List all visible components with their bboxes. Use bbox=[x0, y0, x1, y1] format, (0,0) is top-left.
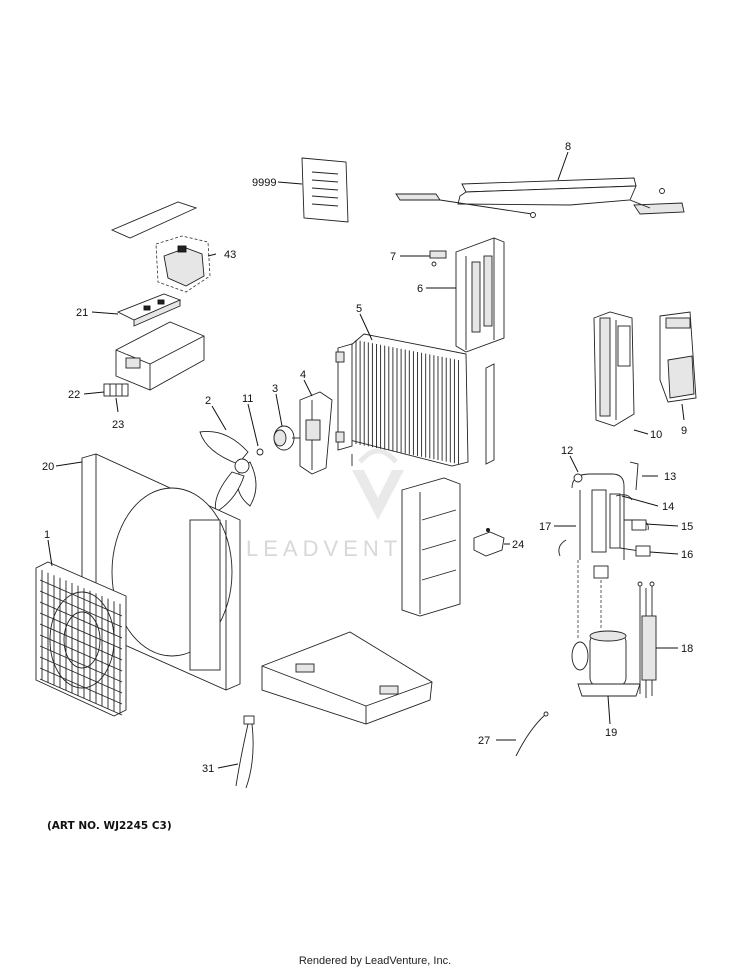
label-14: 14 bbox=[662, 501, 674, 513]
label-31: 31 bbox=[202, 763, 214, 775]
part-partition-frame[interactable] bbox=[401, 477, 461, 617]
label-16: 16 bbox=[681, 549, 693, 561]
label-12: 12 bbox=[561, 445, 573, 457]
part-24-reactor[interactable] bbox=[473, 528, 505, 557]
grille-bar bbox=[39, 678, 123, 716]
part-9-service-cover[interactable] bbox=[659, 311, 697, 403]
label-22: 22 bbox=[68, 389, 80, 401]
rendered-by-footer: Rendered by LeadVenture, Inc. bbox=[298, 955, 452, 967]
part-4-motor-bracket[interactable] bbox=[299, 391, 333, 475]
part-2-fan-blade[interactable] bbox=[199, 430, 257, 513]
part-16-service-valve[interactable] bbox=[635, 545, 651, 557]
part-31-connecting-cable[interactable] bbox=[235, 715, 255, 789]
label-43: 43 bbox=[224, 249, 236, 261]
label-21: 21 bbox=[76, 307, 88, 319]
part-10-side-electrical-panel[interactable] bbox=[593, 311, 635, 427]
label-19: 19 bbox=[605, 727, 617, 739]
label-15: 15 bbox=[681, 521, 693, 533]
part-1-fan-grille[interactable] bbox=[35, 561, 127, 717]
label-3: 3 bbox=[272, 383, 278, 395]
label-17: 17 bbox=[539, 521, 551, 533]
part-3-fan-motor[interactable] bbox=[273, 425, 300, 451]
part-43-control-box-lid[interactable] bbox=[110, 201, 211, 293]
label-4: 4 bbox=[300, 369, 306, 381]
grille-bar bbox=[39, 634, 123, 672]
label-1: 1 bbox=[44, 529, 50, 541]
part-9999-label-sheet[interactable] bbox=[301, 157, 349, 223]
grille-bar bbox=[39, 667, 123, 705]
part-19-compressor[interactable] bbox=[571, 630, 641, 697]
part-27-sensor-wire[interactable] bbox=[515, 711, 549, 757]
art-number-note: (ART NO. WJ2245 C3) bbox=[47, 820, 172, 832]
watermark-logo bbox=[352, 448, 404, 520]
part-7-clip[interactable] bbox=[429, 250, 447, 267]
label-20: 20 bbox=[42, 461, 54, 473]
label-23: 23 bbox=[112, 419, 124, 431]
part-8-top-cover[interactable] bbox=[395, 177, 685, 218]
grille-bar bbox=[39, 590, 123, 628]
grille-bar bbox=[39, 601, 123, 639]
part-22-terminal-block[interactable] bbox=[103, 383, 129, 397]
part-21-control-board[interactable] bbox=[116, 293, 182, 327]
label-11: 11 bbox=[242, 393, 253, 405]
leader-lines bbox=[47, 151, 685, 769]
label-9999: 9999 bbox=[252, 177, 276, 189]
part-5-condenser-coil[interactable] bbox=[335, 333, 469, 467]
part-11-fan-nut[interactable] bbox=[256, 448, 264, 456]
label-10: 10 bbox=[650, 429, 662, 441]
label-24: 24 bbox=[512, 539, 524, 551]
label-5: 5 bbox=[356, 303, 362, 315]
grille-bar bbox=[39, 645, 123, 683]
part-control-box-housing[interactable] bbox=[115, 321, 205, 391]
part-base-pan[interactable] bbox=[261, 631, 433, 725]
part-15-service-valve[interactable] bbox=[631, 519, 647, 531]
label-2: 2 bbox=[205, 395, 211, 407]
part-6-side-panel[interactable] bbox=[455, 237, 505, 353]
label-9: 9 bbox=[681, 425, 687, 437]
label-7: 7 bbox=[390, 251, 396, 263]
part-coil-side-bracket[interactable] bbox=[485, 363, 495, 465]
grille-bar bbox=[39, 623, 123, 661]
label-27: 27 bbox=[478, 735, 490, 747]
part-number-labels: 8 9999 43 7 6 21 5 22 23 2 11 3 4 10 9 2… bbox=[42, 141, 693, 775]
part-18-wire-harness[interactable] bbox=[637, 581, 657, 698]
label-6: 6 bbox=[417, 283, 423, 295]
part-12-valve[interactable] bbox=[573, 473, 583, 483]
label-18: 18 bbox=[681, 643, 693, 655]
grille-bar bbox=[39, 579, 123, 617]
label-13: 13 bbox=[664, 471, 676, 483]
part-13-bracket[interactable] bbox=[629, 461, 639, 491]
grille-bar bbox=[39, 612, 123, 650]
label-8: 8 bbox=[565, 141, 571, 153]
part-17-piping-assembly[interactable] bbox=[558, 473, 649, 579]
